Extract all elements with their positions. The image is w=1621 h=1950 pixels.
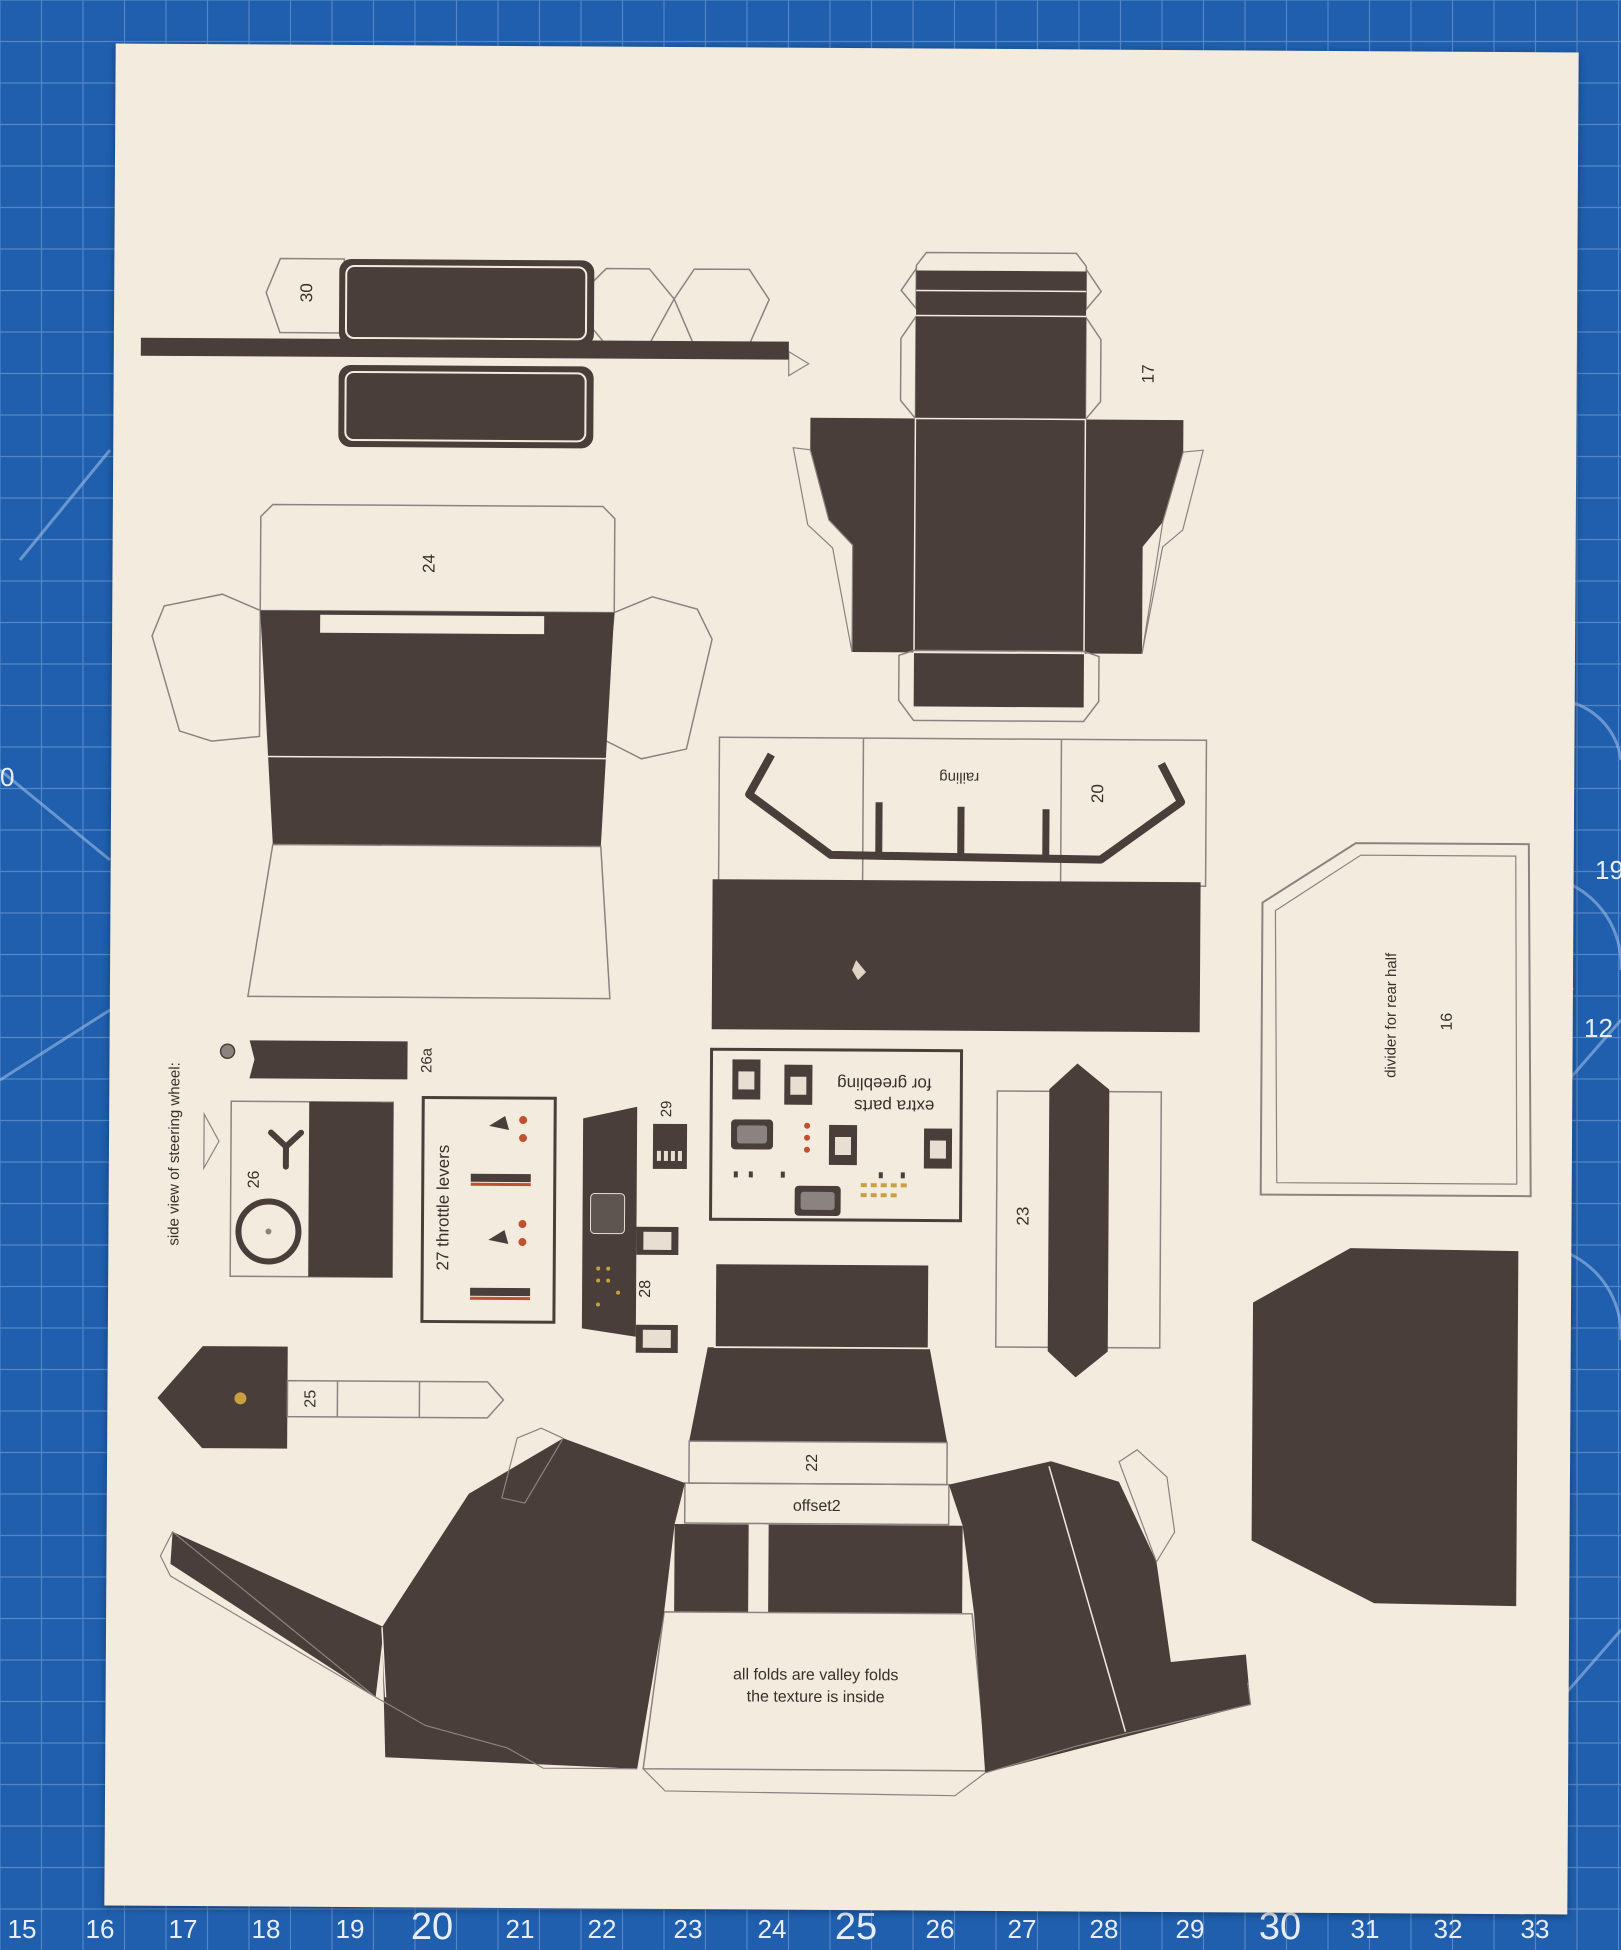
part-25: 25 [157, 1346, 505, 1449]
ruler-number-24: 24 [757, 1914, 787, 1944]
part-26-label: 26 [246, 1170, 263, 1188]
ruler-number-26: 26 [925, 1914, 955, 1944]
ruler-number-19: 19 [335, 1914, 365, 1944]
ruler-number-33: 33 [1520, 1914, 1550, 1944]
ruler-number-30: 30 [1258, 1906, 1302, 1948]
ruler-number-16: 16 [85, 1914, 115, 1944]
part-27: 27 throttle levers [420, 1095, 557, 1324]
throttle-label: 27 throttle levers [433, 1145, 453, 1271]
part-28: 28 [581, 1106, 679, 1354]
part-26a-label: 26a [418, 1047, 435, 1073]
part-26: side view of steering wheel: 26 [165, 1062, 394, 1279]
ruler-number-28: 28 [1089, 1914, 1119, 1944]
for-greebling-label: for greebling [837, 1074, 932, 1094]
extra-parts-greebling: extra parts for greebling [709, 1047, 964, 1223]
ruler-number-23: 23 [673, 1914, 703, 1944]
part-16-label: 16 [1439, 1013, 1456, 1031]
ruler-number-22: 22 [587, 1914, 617, 1944]
part-17-label: 17 [1139, 364, 1158, 383]
ruler-number-15: 15 [7, 1914, 37, 1944]
ruler-number-32: 32 [1433, 1914, 1463, 1944]
ruler-number-21: 21 [505, 1914, 535, 1944]
ruler-number-27: 27 [1007, 1914, 1037, 1944]
part-29-label: 29 [658, 1101, 675, 1118]
fold-note-2: the texture is inside [747, 1688, 885, 1706]
ruler-number-25: 25 [834, 1906, 878, 1948]
part-17: 17 [792, 251, 1205, 723]
ruler-number-right-19: 19 [1595, 855, 1621, 885]
ruler-number-31: 31 [1350, 1914, 1380, 1944]
part-24-label: 24 [419, 554, 438, 573]
part-26a: 26a [219, 1040, 436, 1080]
part-30: 30 [140, 257, 810, 449]
divider-label: divider for rear half [1382, 952, 1400, 1078]
part-25-label: 25 [302, 1390, 319, 1408]
part-16-divider: divider for rear half 16 [1259, 842, 1532, 1198]
ruler-number-20: 20 [410, 1906, 454, 1948]
extra-parts-label: extra parts [854, 1096, 934, 1115]
lever-1 [470, 1115, 531, 1187]
fold-note-1: all folds are valley folds [733, 1666, 899, 1684]
ruler-number-29: 29 [1175, 1914, 1205, 1944]
papercraft-sheet: 30 17 24 [104, 43, 1579, 1915]
steering-side-label: side view of steering wheel: [165, 1062, 183, 1246]
part-22: 22 offset2 all folds are valley folds th… [159, 1264, 1252, 1797]
part-28-label: 28 [637, 1280, 654, 1298]
part-20: railing 20 [711, 736, 1208, 1033]
ruler-number-left-0: 0 [0, 762, 15, 792]
ruler-number-17: 17 [168, 1914, 198, 1944]
part-23: 23 [995, 1063, 1163, 1378]
part-20-label: 20 [1088, 784, 1107, 803]
offset2-label: offset2 [793, 1498, 841, 1515]
part-22-label: 22 [804, 1454, 821, 1472]
part-29: 29 [652, 1101, 688, 1170]
railing-label: railing [939, 769, 979, 786]
lever-2 [470, 1220, 531, 1301]
ruler-number-18: 18 [251, 1914, 281, 1944]
part-24: 24 [151, 503, 713, 1000]
dark-panel-right [1251, 1248, 1519, 1607]
part-23-label: 23 [1013, 1207, 1032, 1226]
ruler-number-right-12: 12 [1584, 1013, 1613, 1043]
part-30-label: 30 [297, 283, 316, 302]
